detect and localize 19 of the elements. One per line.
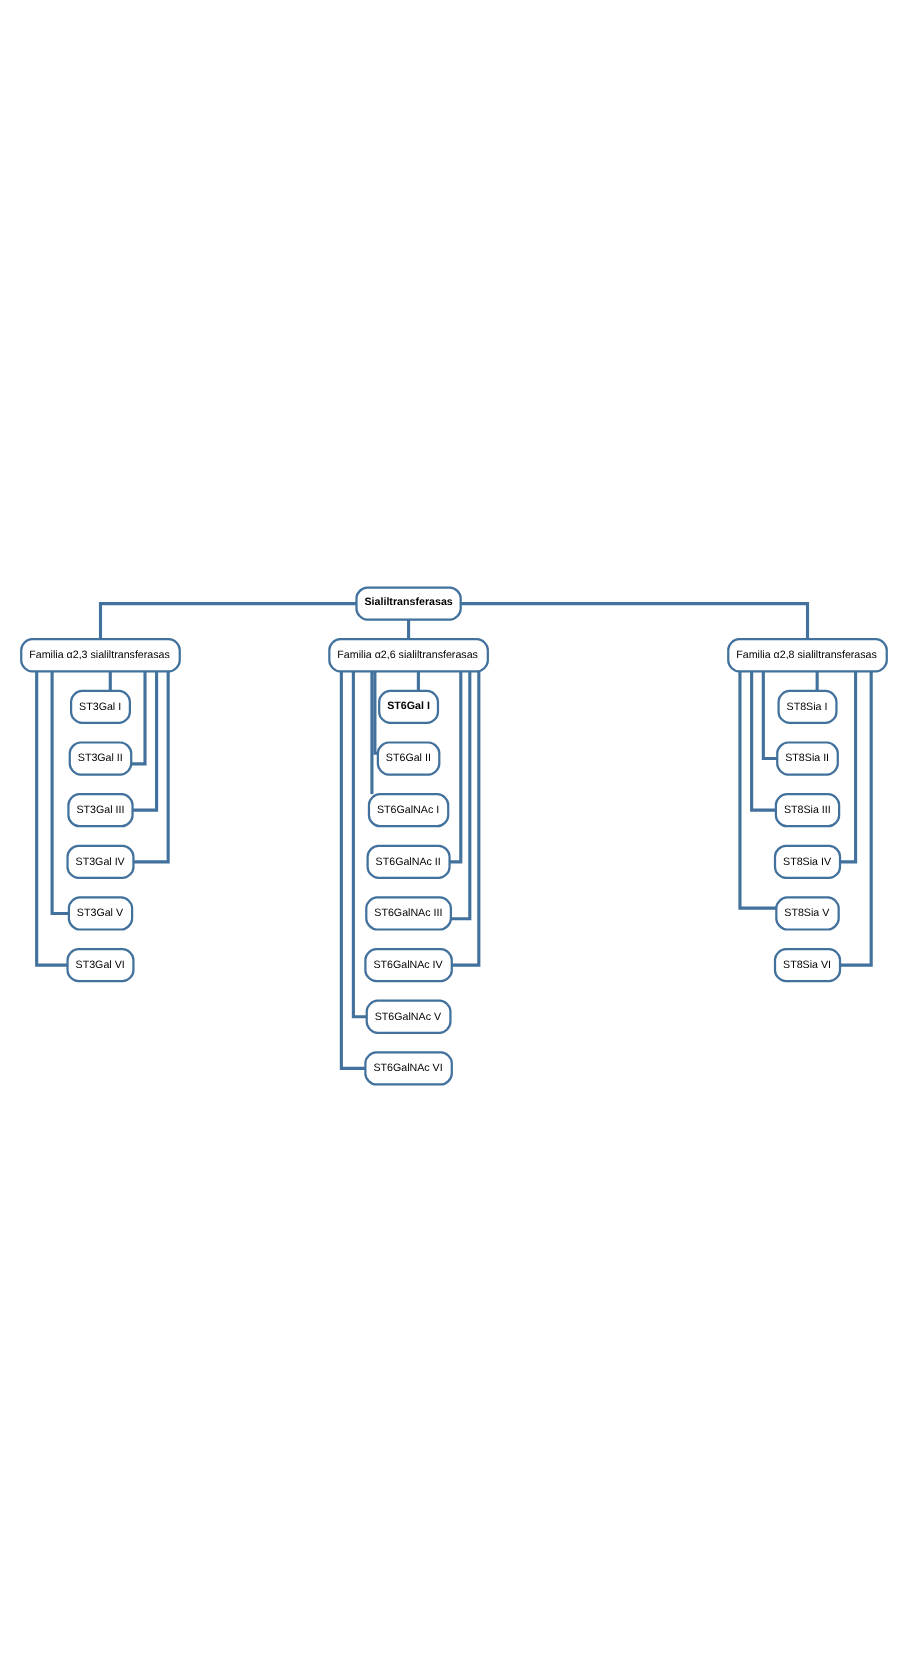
connector [407,619,411,639]
connector [449,671,463,864]
connector [133,671,170,864]
connector [460,602,810,640]
connector [50,671,69,916]
connector [132,671,159,812]
connector [373,671,378,755]
connector [840,671,858,864]
connector [738,671,777,910]
connector [416,671,420,691]
connector [108,671,112,691]
connector [370,671,374,795]
connector [131,671,147,766]
connector [815,671,819,691]
connector [451,671,472,921]
connector [750,671,776,812]
connector [761,671,778,761]
connector [98,602,357,640]
connector [351,671,367,1019]
